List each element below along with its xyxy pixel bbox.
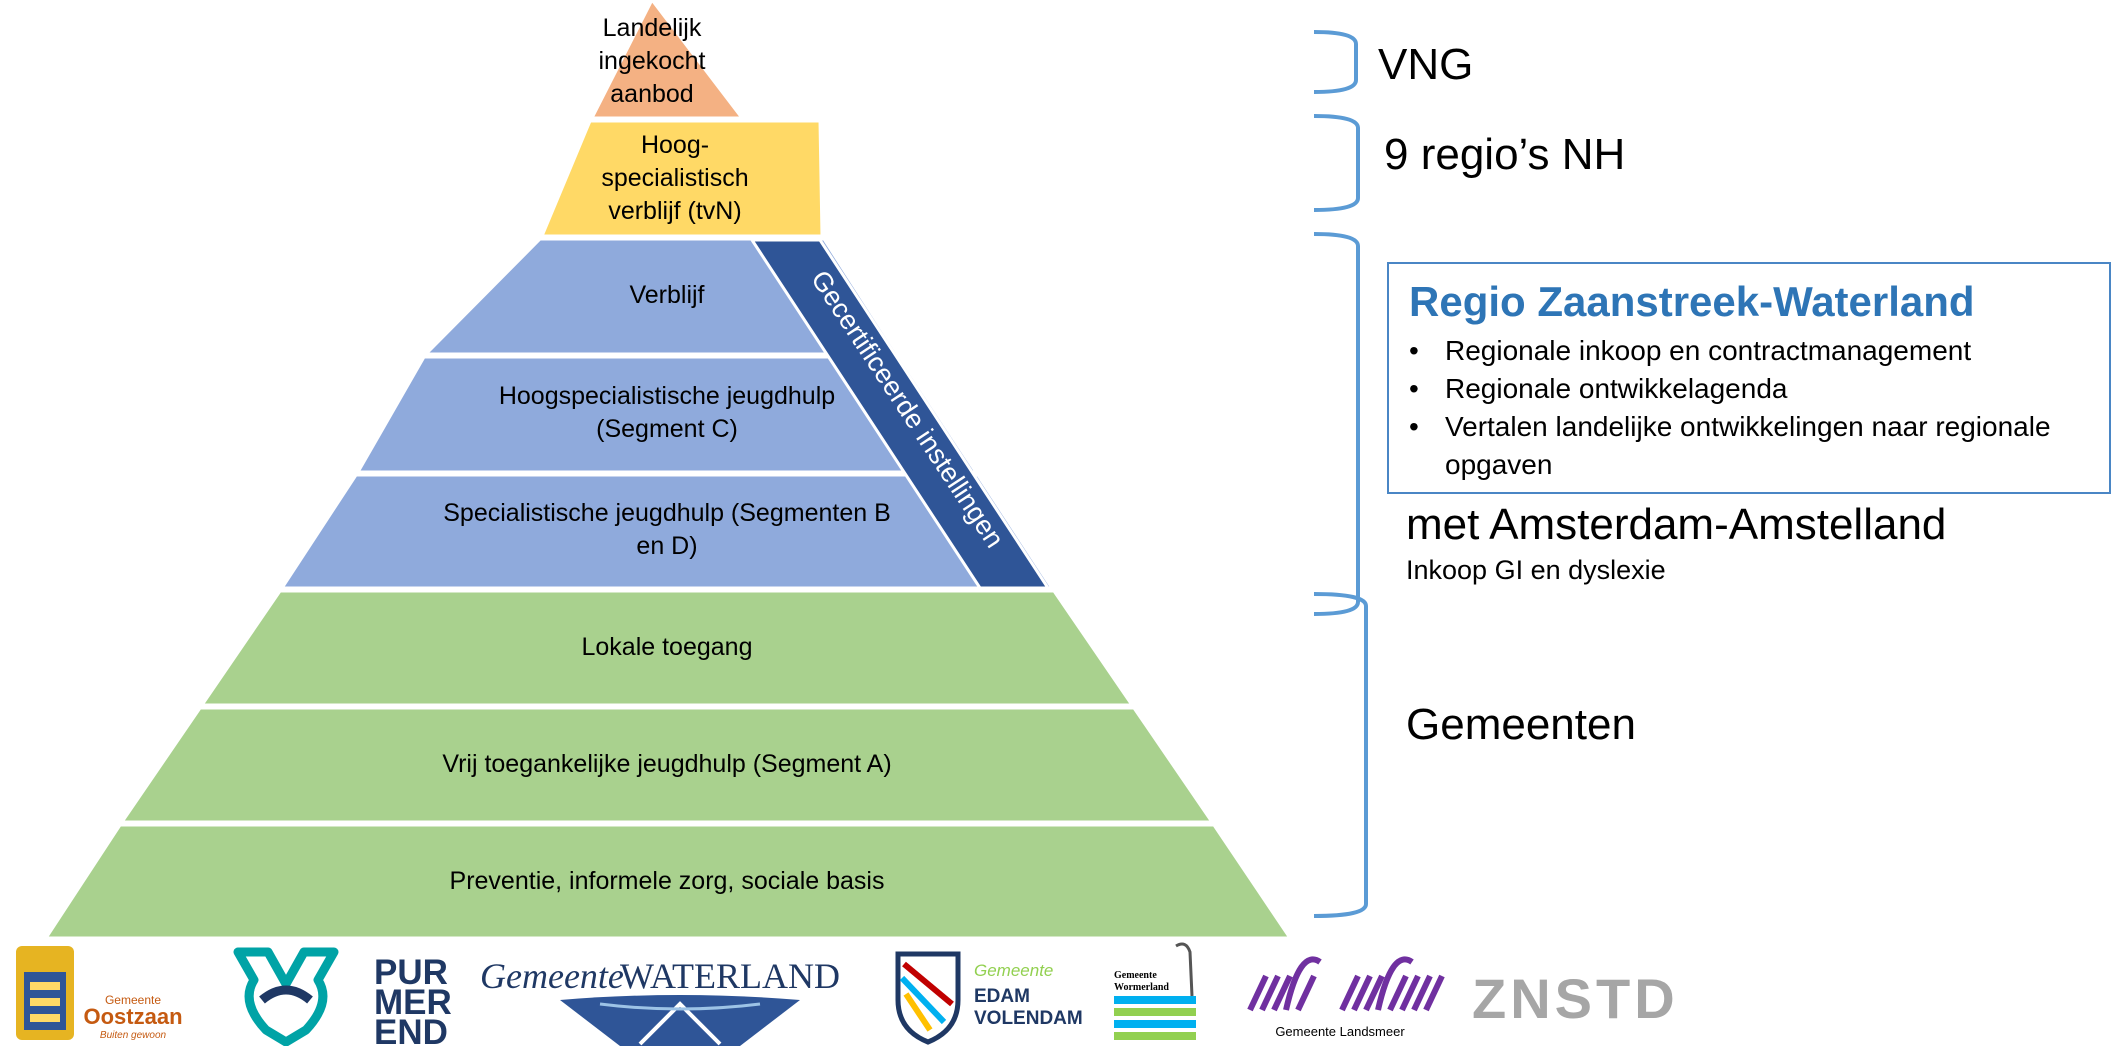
logo-edam-volendam: Gemeente EDAM VOLENDAM <box>895 951 1083 1045</box>
label-vrij-toegankelijk: Vrij toegankelijke jeugdhulp (Segment A) <box>317 748 1017 781</box>
svg-text:VOLENDAM: VOLENDAM <box>974 1008 1083 1029</box>
label-line: Preventie, informele zorg, sociale basis <box>449 867 885 895</box>
bullet-line: Regionale ontwikkelagenda <box>1445 373 1788 404</box>
label-verblijf: Verblijf <box>560 279 774 312</box>
label-line: Specialistische jeugdhulp (Segmenten B <box>443 499 891 527</box>
label-hoogspecialistisch-verblijf: Hoog- specialistisch verblijf (tvN) <box>550 129 800 228</box>
label-vng: VNG <box>1378 40 1474 89</box>
label-line: Landelijk <box>602 14 702 42</box>
label-amsterdam-sub: Inkoop GI en dyslexie <box>1406 555 1666 585</box>
label-gemeenten: Gemeenten <box>1406 700 1636 749</box>
label-landelijk: Landelijk ingekocht aanbod <box>552 12 752 111</box>
list-item: Regionale inkoop en contractmanagement <box>1409 332 2051 370</box>
logo-oostzaan: Gemeente Oostzaan Buiten gewoon <box>16 946 183 1041</box>
label-line: (Segment C) <box>596 415 738 443</box>
label-specialistische-jeugdhulp: Specialistische jeugdhulp (Segmenten B e… <box>410 497 924 563</box>
bullet-line: opgaven <box>1445 449 1553 480</box>
svg-text:Buiten gewoon: Buiten gewoon <box>100 1030 167 1041</box>
regio-box: Regio Zaanstreek-Waterland Regionale ink… <box>1387 262 2111 494</box>
bracket-vng <box>1313 30 1358 94</box>
svg-text:Gemeente: Gemeente <box>480 956 624 996</box>
bracket-regios <box>1313 114 1360 212</box>
label-regios-nh: 9 regio’s NH <box>1384 130 1626 179</box>
label-amsterdam-amstelland: met Amsterdam-Amstelland <box>1406 500 1947 549</box>
label-line: Hoogspecialistische jeugdhulp <box>498 382 836 410</box>
svg-text:END: END <box>374 1013 448 1046</box>
bracket-regio <box>1313 232 1360 616</box>
svg-text:Gemeente: Gemeente <box>1114 970 1157 981</box>
label-line: Vrij toegankelijke jeugdhulp (Segment A) <box>442 750 892 778</box>
svg-text:ZNSTD: ZNSTD <box>1472 967 1679 1030</box>
regio-title: Regio Zaanstreek-Waterland <box>1409 278 1975 325</box>
svg-text:Gemeente: Gemeente <box>105 993 161 1007</box>
svg-text:PUR: PUR <box>374 953 448 992</box>
tier-hoogspecialistische-jeugdhulp <box>355 355 979 474</box>
list-item: Vertalen landelijke ontwikkelingen naar … <box>1409 408 2051 484</box>
label-line: Verblijf <box>629 281 705 309</box>
label-line: ingekocht <box>598 47 706 75</box>
label-line: aanbod <box>610 80 694 108</box>
tier-hoogspecialistisch-verblijf <box>539 119 824 238</box>
pyramid <box>43 0 1293 940</box>
svg-text:Gemeente Landsmeer: Gemeente Landsmeer <box>1275 1024 1405 1039</box>
bullet-line: Vertalen landelijke ontwikkelingen naar … <box>1445 411 2051 442</box>
svg-text:Gemeente: Gemeente <box>974 961 1053 980</box>
label-lokale-toegang: Lokale toegang <box>367 631 967 664</box>
regio-bullet-list: Regionale inkoop en contractmanagement R… <box>1409 332 2051 484</box>
logo-landsmeer: Gemeente Landsmeer <box>1247 956 1445 1039</box>
label-line: Lokale toegang <box>581 633 753 661</box>
logo-znstd: ZNSTD <box>1472 967 1679 1030</box>
certified-band <box>749 238 1051 590</box>
list-item: Regionale ontwikkelagenda <box>1409 370 2051 408</box>
svg-text:Wormerland: Wormerland <box>1114 982 1169 993</box>
bracket-gemeenten <box>1313 592 1368 918</box>
tier-vrij-toegankelijk <box>119 706 1215 824</box>
label-preventie: Preventie, informele zorg, sociale basis <box>317 865 1017 898</box>
logo-waterland: Gemeente WATERLAND <box>480 956 840 1046</box>
svg-text:EDAM: EDAM <box>974 986 1030 1007</box>
tier-specialistische-jeugdhulp <box>279 473 1055 590</box>
svg-text:WATERLAND: WATERLAND <box>620 956 840 996</box>
tier-lokale-toegang <box>199 589 1135 707</box>
logo-wormerland: Gemeente Wormerland <box>1114 942 1196 1040</box>
tier-landelijk <box>589 0 746 120</box>
label-line: Hoog- <box>640 131 710 159</box>
label-line: specialistisch <box>601 164 749 192</box>
svg-text:MER: MER <box>374 983 452 1022</box>
svg-text:Oostzaan: Oostzaan <box>83 1004 182 1029</box>
bullet-line: Regionale inkoop en contractmanagement <box>1445 335 1972 366</box>
label-line: en D) <box>636 532 698 560</box>
tier-preventie <box>43 823 1293 940</box>
label-line: verblijf (tvN) <box>608 197 742 225</box>
label-hoogspecialistische-jeugdhulp: Hoogspecialistische jeugdhulp (Segment C… <box>460 380 874 446</box>
brackets <box>1313 30 1368 918</box>
logo-purmerend: PUR MER END <box>233 947 452 1046</box>
